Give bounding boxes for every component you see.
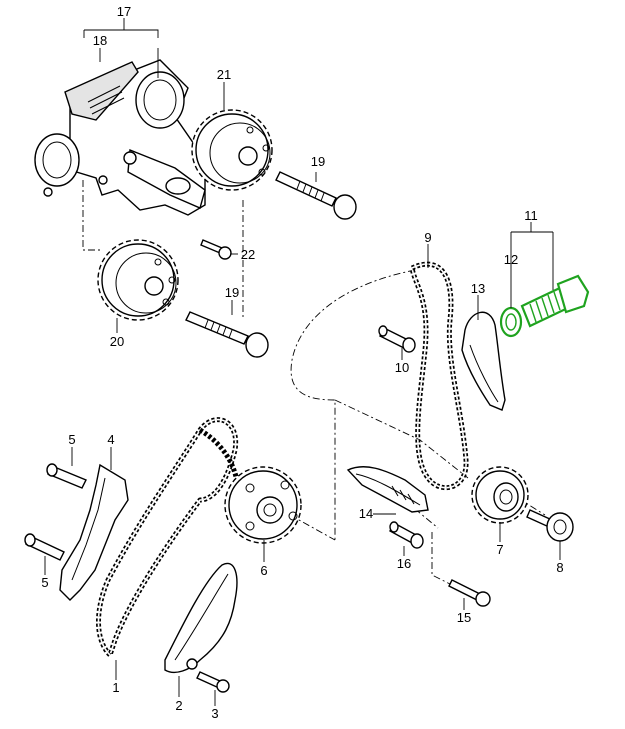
callout-12: 12 — [504, 252, 518, 267]
screw-plug-11 — [520, 274, 590, 328]
bearing-cap-slots — [87, 85, 125, 115]
callout-20: 20 — [110, 334, 124, 349]
bolt-19-lower — [185, 311, 269, 358]
assembly-dash-lines — [82, 180, 546, 591]
camshaft-adjuster-sprocket-upper — [191, 109, 273, 191]
guide-pin-5-upper — [46, 463, 87, 489]
tensioner-rail-13 — [461, 311, 506, 411]
callout-22: 22 — [241, 247, 255, 262]
callout-5-upper: 5 — [68, 432, 75, 447]
camshaft-adjuster-sprocket-lower — [97, 239, 179, 321]
bolt-22 — [200, 239, 232, 260]
guide-rail-4 — [59, 463, 129, 601]
bolt-19-upper — [275, 171, 357, 220]
cam-actuator-end — [165, 177, 191, 195]
leader-lines — [44, 18, 561, 706]
upper-timing-chain — [409, 261, 469, 491]
guide-rail-14 — [346, 466, 429, 513]
callout-4: 4 — [107, 432, 114, 447]
callout-14: 14 — [359, 506, 373, 521]
bolt-8 — [526, 509, 574, 542]
callout-18: 18 — [93, 33, 107, 48]
guide-pin-5-lower — [24, 533, 65, 561]
callout-6: 6 — [260, 563, 267, 578]
callout-8: 8 — [556, 560, 563, 575]
cam-actuator-body — [127, 149, 206, 209]
camshaft-housing-assembly — [34, 59, 206, 216]
callout-3: 3 — [211, 706, 218, 721]
callout-10: 10 — [395, 360, 409, 375]
callout-5-lower: 5 — [41, 575, 48, 590]
seal-ring-12 — [499, 306, 523, 338]
callout-17: 17 — [117, 4, 131, 19]
callout-1: 1 — [112, 680, 119, 695]
callout-21: 21 — [217, 67, 231, 82]
callout-16: 16 — [397, 556, 411, 571]
callout-19-lower: 19 — [225, 285, 239, 300]
tensioner-rail-2 — [164, 562, 238, 674]
crankshaft-sprocket-6 — [224, 466, 302, 544]
callout-9: 9 — [424, 230, 431, 245]
bolt-15 — [448, 579, 491, 607]
intermediate-sprocket-7 — [471, 466, 529, 524]
guide-pin-10 — [378, 325, 416, 353]
callout-7: 7 — [496, 542, 503, 557]
callout-labels: 17 18 21 19 22 19 20 9 11 12 13 10 4 5 5… — [41, 4, 563, 721]
bolt-3 — [196, 671, 230, 693]
cam-bearing-ring-left — [34, 133, 80, 187]
callout-13: 13 — [471, 281, 485, 296]
callout-19-upper: 19 — [311, 154, 325, 169]
callout-11: 11 — [524, 208, 538, 223]
callout-2: 2 — [175, 698, 182, 713]
cam-bearing-cap — [64, 61, 139, 121]
callout-15: 15 — [457, 610, 471, 625]
pin-16 — [389, 521, 424, 549]
